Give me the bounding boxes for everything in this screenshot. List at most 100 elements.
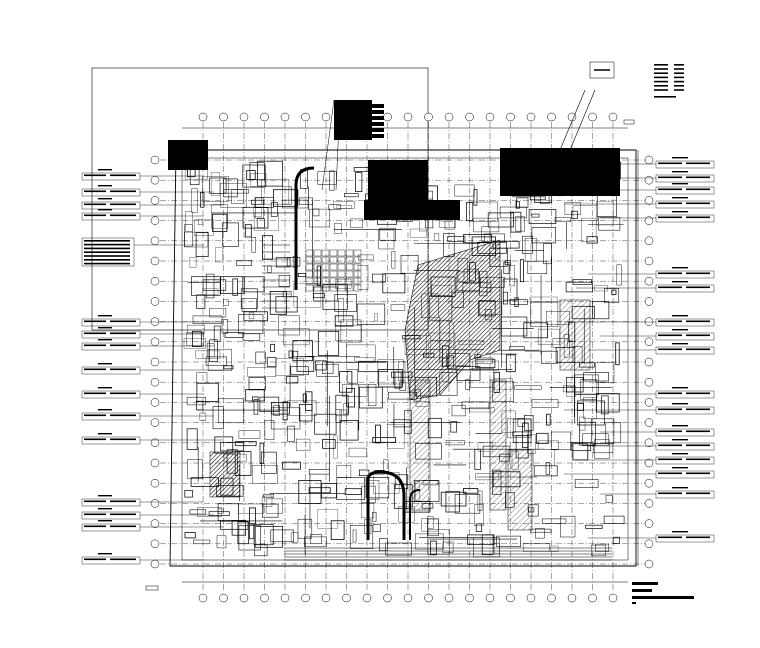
- callout-text-bar: [84, 320, 106, 323]
- callout-text-bar: [658, 492, 682, 495]
- room-outline: [546, 413, 551, 426]
- room-outline: [527, 504, 539, 517]
- callout-table: [655, 390, 715, 399]
- room-outline: [572, 346, 583, 363]
- grid-bubble-right: [644, 317, 654, 326]
- grid-bubble-top: [260, 112, 269, 122]
- room-outline: [290, 532, 299, 543]
- room-outline: [534, 184, 553, 203]
- room-outline: [592, 301, 610, 320]
- callout-text-bar: [658, 216, 682, 219]
- callout-text-bar: [672, 211, 688, 213]
- room-outline: [451, 404, 466, 417]
- room-outline: [484, 309, 492, 321]
- callout-text-bar: [84, 558, 106, 561]
- grid-bubble-top: [465, 112, 474, 122]
- callout-text-bar: [686, 536, 710, 539]
- legend-key: [589, 61, 615, 79]
- room-outline: [529, 296, 558, 302]
- room-outline: [463, 268, 479, 284]
- parking-stall: [337, 249, 346, 257]
- top-callout-bar: [336, 122, 384, 126]
- callout-text-bar: [672, 171, 688, 173]
- room-outline: [243, 311, 268, 322]
- bottom-left-tag: [145, 585, 159, 591]
- room-outline: [315, 360, 327, 371]
- leader-diagonal: [175, 139, 209, 151]
- grid-bubble-left: [150, 216, 160, 225]
- callout-text-bar: [110, 174, 136, 177]
- room-outline: [282, 461, 301, 470]
- room-outline: [343, 403, 349, 415]
- callout-table: [655, 442, 715, 451]
- parking-stall: [321, 256, 330, 264]
- room-outline: [379, 227, 396, 241]
- room-outline: [270, 202, 278, 217]
- room-outline: [421, 503, 434, 509]
- grid-bubble-left: [150, 499, 160, 508]
- room-outline: [505, 492, 515, 508]
- callout-text-bar: [110, 203, 136, 206]
- callout-text-bar: [98, 508, 112, 510]
- grid-bubble-right: [644, 478, 654, 488]
- room-outline: [495, 244, 500, 261]
- parking-stall: [305, 284, 314, 292]
- callout-table: [655, 270, 715, 279]
- callout-text-bar: [84, 392, 106, 395]
- room-outline: [235, 441, 257, 447]
- parking-stall: [321, 277, 330, 285]
- grid-bubble-right: [644, 539, 654, 549]
- room-outline: [372, 524, 381, 532]
- callout-text-bar: [658, 320, 682, 323]
- room-outline: [364, 193, 375, 201]
- grid-bubble-top: [219, 112, 228, 122]
- parking-stall: [313, 249, 322, 257]
- room-outline: [305, 391, 313, 411]
- parking-stall: [321, 263, 330, 271]
- room-outline: [568, 321, 576, 342]
- grid-bubble-left: [150, 155, 160, 165]
- callout-table: [655, 174, 715, 183]
- room-outline: [261, 451, 277, 474]
- room-outline: [415, 481, 421, 501]
- room-outline: [612, 536, 620, 544]
- callout-table: [81, 188, 141, 197]
- callout-table: [655, 284, 715, 293]
- room-outline: [388, 391, 418, 400]
- room-outline: [316, 265, 321, 287]
- room-outline: [293, 283, 322, 308]
- grid-bubble-bottom: [219, 593, 228, 603]
- room-outline: [334, 294, 357, 312]
- room-outline: [238, 503, 264, 514]
- room-outline: [528, 209, 557, 224]
- callout-text-bar: [672, 387, 688, 389]
- room-outline: [505, 354, 516, 373]
- callout-text-bar: [110, 525, 136, 528]
- grid-bubble-right: [644, 519, 654, 528]
- room-outline: [210, 172, 221, 196]
- callout-text-bar: [110, 344, 136, 347]
- callout-text-bar: [672, 343, 688, 345]
- room-outline: [317, 330, 340, 356]
- callout-text-bar: [110, 214, 136, 217]
- room-outline: [387, 424, 405, 449]
- callout-text-bar: [84, 332, 106, 335]
- room-outline: [404, 410, 412, 434]
- room-outline: [251, 237, 256, 253]
- grid-bubble-right: [644, 175, 654, 185]
- room-outline: [257, 160, 283, 187]
- room-outline: [335, 394, 349, 416]
- room-outline: [478, 300, 496, 317]
- room-outline: [469, 201, 498, 222]
- callout-text-bar: [658, 458, 682, 461]
- room-outline: [211, 204, 228, 229]
- room-outline: [186, 428, 198, 450]
- room-outline: [232, 278, 238, 296]
- callout-text-bar: [658, 536, 682, 539]
- callout-text-bar: [686, 286, 710, 289]
- parking-stall: [321, 249, 330, 257]
- callout-table: [655, 214, 715, 223]
- leader-diagonal-2: [559, 89, 586, 151]
- grid-bubble-bottom: [465, 593, 474, 603]
- grid-bubble-left: [150, 337, 160, 347]
